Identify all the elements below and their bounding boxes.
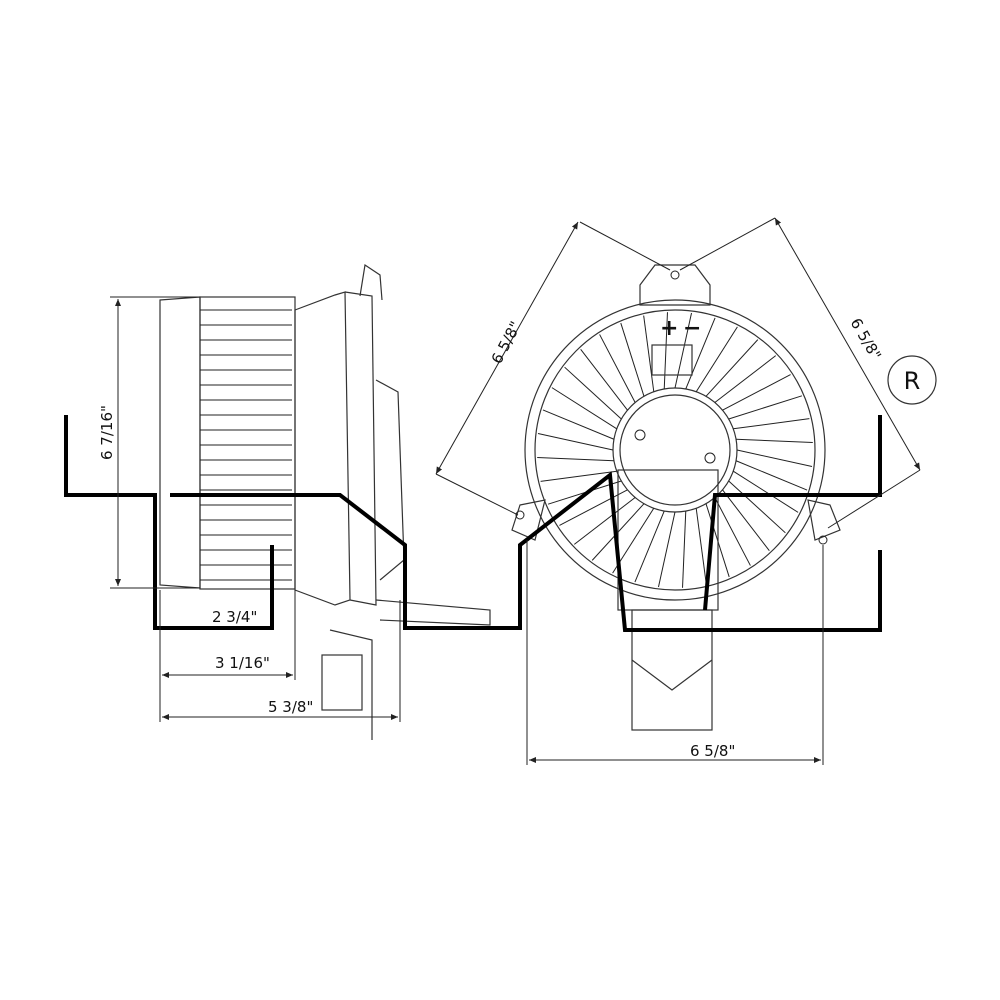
impeller-blade: [736, 438, 813, 443]
impeller-blade: [714, 497, 751, 566]
wheel-fins: [200, 309, 292, 581]
section-line: [64, 415, 882, 632]
impeller-blade: [705, 339, 759, 397]
impeller-blade: [685, 317, 716, 390]
impeller-blade: [537, 457, 614, 462]
rotation-symbol: R: [887, 355, 937, 405]
impeller-blade: [620, 322, 645, 397]
front-view: + −: [511, 264, 841, 731]
impeller-blade: [540, 470, 617, 482]
dim-diag-left: 6 5/8": [488, 318, 525, 367]
impeller-blade: [682, 511, 687, 588]
impeller-blade: [736, 449, 813, 468]
impeller-blade: [551, 387, 618, 430]
dim-depth-total: 5 3/8": [268, 698, 313, 716]
mount-hole: [670, 270, 680, 280]
impeller-blade: [722, 489, 770, 552]
impeller-blade: [722, 374, 791, 411]
rotation-circle-icon: [887, 355, 937, 405]
impeller-blade: [657, 511, 676, 588]
impeller-blade: [733, 418, 810, 430]
impeller-blade: [573, 497, 636, 545]
impeller-blade: [732, 470, 799, 513]
impeller-blade: [695, 508, 707, 585]
impeller-blades: [537, 312, 813, 588]
impeller-blade: [537, 432, 614, 451]
impeller-blade: [728, 395, 803, 420]
impeller-blade: [542, 409, 615, 440]
plus-terminal-label: +: [660, 316, 678, 341]
impeller-blade: [695, 326, 738, 393]
dim-depth-wheel: 2 3/4": [212, 608, 257, 626]
dim-diag-right: 6 5/8": [847, 315, 885, 363]
dim-depth-body: 3 1/16": [215, 654, 270, 672]
impeller-blade: [559, 489, 628, 526]
dim-width-front: 6 5/8": [690, 742, 735, 760]
impeller-blade: [599, 334, 636, 403]
impeller-blade: [643, 315, 655, 392]
impeller-blade: [735, 460, 808, 491]
impeller-blade: [714, 355, 777, 403]
dim-height-side: 6 7/16": [98, 405, 116, 460]
impeller-blade: [663, 312, 668, 389]
dimension-lines: [110, 217, 921, 765]
minus-terminal-label: −: [683, 316, 701, 341]
impeller-blade: [728, 480, 786, 534]
connector: [651, 344, 693, 376]
impeller-blade: [580, 348, 628, 411]
impeller-blade: [634, 510, 665, 583]
rotation-label: R: [904, 367, 921, 395]
impeller-blade: [564, 366, 622, 420]
side-view: [159, 263, 491, 740]
